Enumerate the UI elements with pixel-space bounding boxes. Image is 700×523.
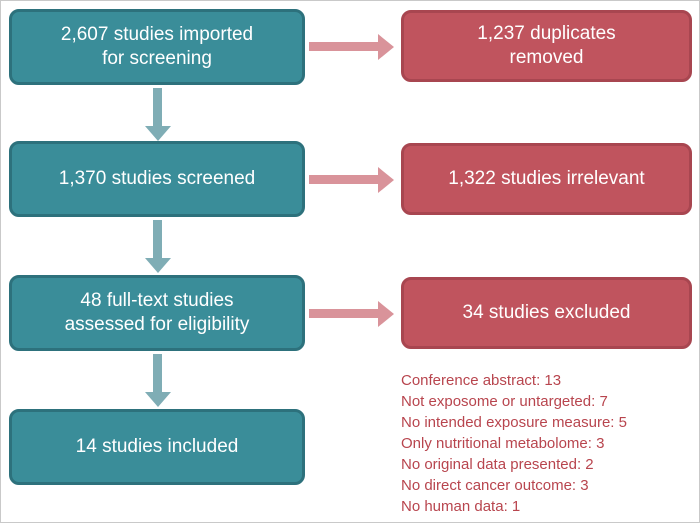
box-duplicates-removed: 1,237 duplicates removed [401, 10, 692, 82]
box-fulltext-assessed: 48 full-text studies assessed for eligib… [9, 275, 305, 351]
exclusion-reason: No direct cancer outcome: 3 [401, 477, 589, 494]
arrow-down-icon-1 [153, 88, 162, 126]
box-studies-irrelevant: 1,322 studies irrelevant [401, 143, 692, 215]
box-fulltext-assessed-label: 48 full-text studies assessed for eligib… [64, 290, 250, 335]
exclusion-reason: Conference abstract: 13 [401, 372, 562, 389]
exclusion-reason: Not exposome or untargeted: 7 [401, 393, 608, 410]
arrow-down-icon-2 [153, 220, 162, 258]
arrow-right-icon-3 [309, 309, 378, 318]
box-duplicates-removed-label: 1,237 duplicates removed [477, 23, 616, 68]
exclusion-reasons-list: Conference abstract: 13 Not exposome or … [401, 370, 697, 517]
box-studies-imported: 2,607 studies imported for screening [9, 9, 305, 85]
arrow-down-icon-3 [153, 354, 162, 392]
box-studies-screened: 1,370 studies screened [9, 141, 305, 217]
exclusion-reason: No intended exposure measure: 5 [401, 414, 627, 431]
exclusion-reason: Only nutritional metabolome: 3 [401, 435, 605, 452]
box-studies-included-label: 14 studies included [75, 436, 239, 458]
box-studies-excluded: 34 studies excluded [401, 277, 692, 349]
exclusion-reason: No human data: 1 [401, 498, 521, 515]
box-studies-irrelevant-label: 1,322 studies irrelevant [448, 168, 645, 190]
exclusion-reason: No original data presented: 2 [401, 456, 594, 473]
arrow-right-icon-2 [309, 175, 378, 184]
box-studies-included: 14 studies included [9, 409, 305, 485]
box-studies-excluded-label: 34 studies excluded [462, 302, 631, 324]
arrow-right-icon-1 [309, 42, 378, 51]
box-studies-imported-label: 2,607 studies imported for screening [60, 24, 254, 69]
box-studies-screened-label: 1,370 studies screened [58, 168, 256, 190]
